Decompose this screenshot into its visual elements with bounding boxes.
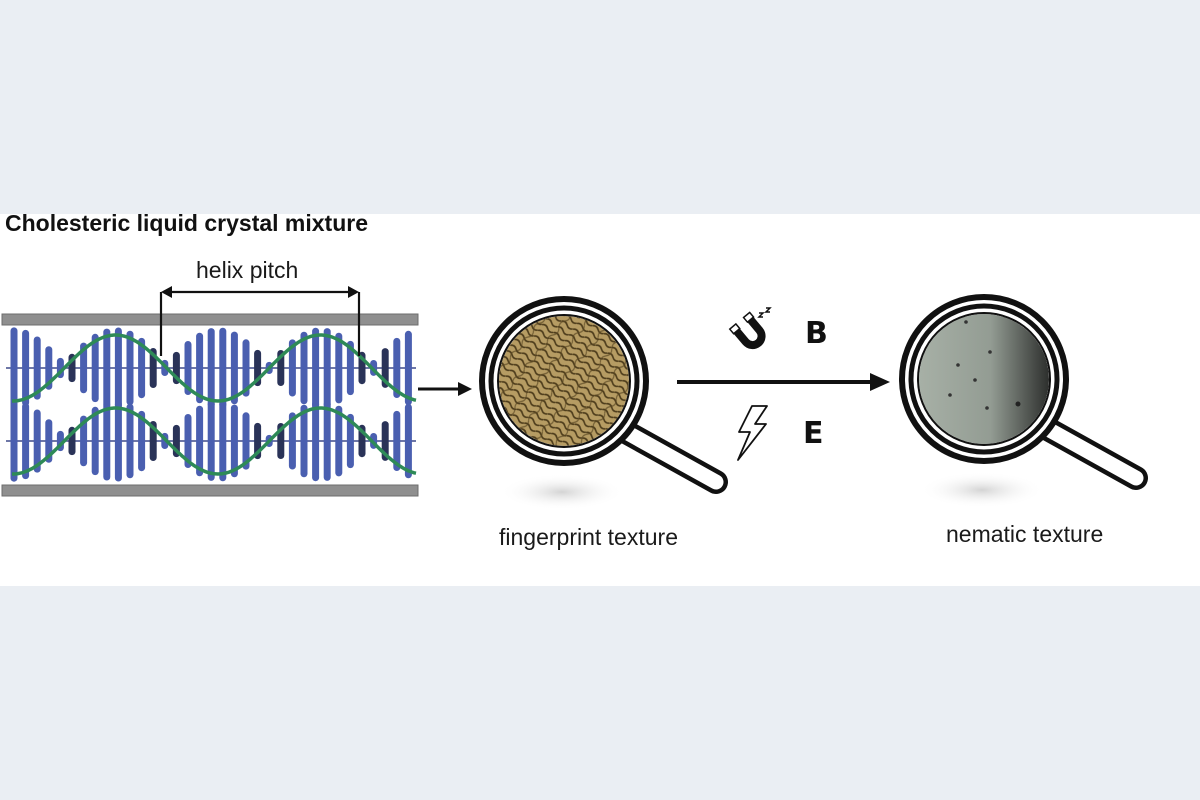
- molecule-rod: [80, 415, 88, 467]
- molecule-rod: [393, 410, 401, 471]
- molecule-rod: [207, 401, 215, 481]
- nematic-shadow: [920, 472, 1044, 508]
- magnetic-field-label: B: [805, 316, 828, 351]
- molecule-rod: [207, 328, 215, 408]
- molecule-rod: [242, 412, 250, 470]
- molecule-rod: [404, 330, 412, 406]
- molecule-rod: [114, 400, 122, 482]
- helix-curve-lower: [12, 406, 417, 476]
- molecule-rod: [393, 337, 401, 398]
- fingerprint-texture-image: [499, 316, 629, 446]
- fingerprint-texture-label: fingerprint texture: [499, 524, 678, 550]
- bottom-plate: [1, 484, 419, 497]
- molecule-rod: [300, 404, 308, 478]
- molecule-rod: [404, 403, 412, 479]
- molecule-rod: [335, 405, 343, 477]
- molecule-rod: [103, 401, 111, 481]
- molecule-rod: [346, 413, 354, 469]
- molecule-rod: [138, 410, 146, 472]
- molecule-rod: [91, 333, 99, 403]
- diagram-title: Cholesteric liquid crystal mixture: [5, 210, 369, 236]
- molecule-rod: [312, 327, 320, 409]
- molecule-rod: [45, 419, 53, 463]
- molecule-rods-lower: [10, 400, 412, 482]
- top-plate: [1, 313, 419, 326]
- magnet-icon: [728, 311, 766, 350]
- molecule-rods-upper: [10, 327, 412, 409]
- molecule-rod: [242, 339, 250, 397]
- molecule-rod: [288, 412, 296, 470]
- lightning-icon: [737, 405, 768, 461]
- magnet-field-marks: [757, 307, 772, 318]
- molecule-rod: [45, 346, 53, 390]
- molecule-rod: [10, 327, 18, 409]
- molecule-rod: [103, 328, 111, 408]
- molecule-rod: [300, 331, 308, 405]
- field-arrow: [677, 373, 890, 391]
- molecule-rod: [138, 337, 146, 399]
- molecule-rod: [126, 403, 134, 479]
- molecule-rod: [22, 402, 30, 480]
- molecule-rod: [196, 405, 204, 477]
- molecule-rod: [219, 400, 227, 482]
- molecule-rod: [288, 339, 296, 397]
- molecule-rod: [126, 330, 134, 406]
- molecule-rod: [230, 331, 238, 405]
- molecule-rod: [230, 404, 238, 478]
- helix-pitch-bracket: [159, 286, 361, 356]
- molecule-rod: [10, 400, 18, 482]
- molecule-rod: [323, 328, 331, 408]
- molecule-rod: [219, 327, 227, 409]
- molecule-rod: [91, 406, 99, 476]
- molecule-rod: [323, 401, 331, 481]
- fingerprint-shadow: [500, 474, 624, 510]
- molecule-rod: [184, 341, 192, 395]
- molecule-rod: [184, 414, 192, 468]
- molecule-rod: [196, 332, 204, 404]
- molecule-rod: [33, 336, 41, 400]
- arrow-to-fingerprint: [418, 382, 472, 396]
- helix-pitch-label: helix pitch: [196, 257, 299, 283]
- molecule-rod: [335, 332, 343, 404]
- helix-curve-upper: [12, 333, 417, 403]
- nematic-texture-label: nematic texture: [946, 521, 1104, 547]
- molecule-rod: [312, 400, 320, 482]
- electric-field-label: E: [803, 416, 824, 451]
- molecule-rod: [80, 342, 88, 394]
- molecule-rod: [346, 340, 354, 396]
- nematic-texture-image: [919, 314, 1049, 444]
- molecule-rod: [33, 409, 41, 473]
- molecule-rod: [114, 327, 122, 409]
- molecule-rod: [22, 329, 30, 407]
